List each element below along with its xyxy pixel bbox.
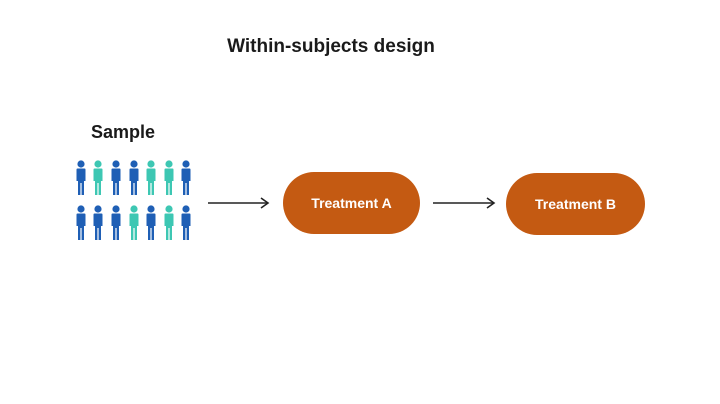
treatment-a-label: Treatment A	[311, 195, 392, 211]
person-icon	[72, 160, 90, 198]
person-icon	[107, 160, 125, 198]
person-icon	[142, 205, 160, 243]
person-icon	[178, 160, 196, 198]
treatment-b-node: Treatment B	[506, 173, 645, 235]
treatment-a-node: Treatment A	[283, 172, 420, 234]
treatment-b-label: Treatment B	[535, 196, 616, 212]
sample-row-1	[72, 160, 195, 200]
sample-label: Sample	[91, 122, 156, 142]
person-icon	[72, 205, 90, 243]
person-icon	[142, 160, 160, 198]
arrow-sample-to-treatment-a	[208, 197, 270, 209]
person-icon	[160, 205, 178, 243]
person-icon	[160, 160, 178, 198]
person-icon	[107, 205, 125, 243]
arrow-treatment-a-to-treatment-b	[433, 197, 496, 209]
person-icon	[178, 205, 196, 243]
sample-row-2	[72, 205, 195, 245]
diagram-title: Within-subjects design	[227, 36, 435, 57]
person-icon	[90, 205, 108, 243]
person-icon	[90, 160, 108, 198]
person-icon	[125, 160, 143, 198]
person-icon	[125, 205, 143, 243]
